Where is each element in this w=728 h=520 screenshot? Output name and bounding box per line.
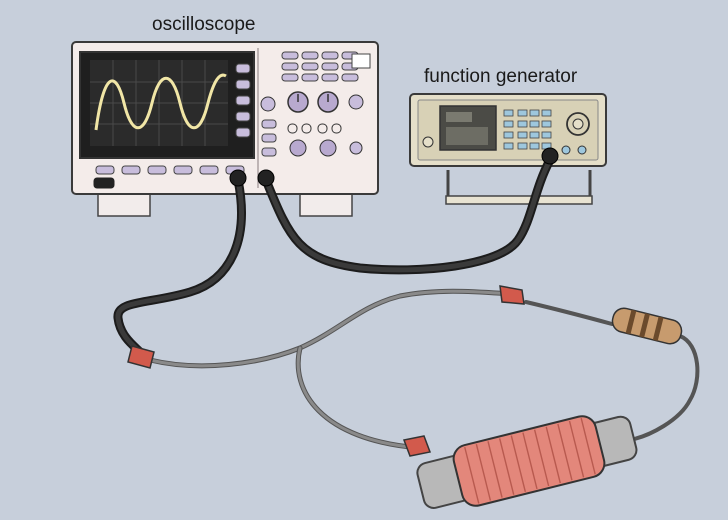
function-generator-label: function generator xyxy=(424,66,578,87)
cables xyxy=(113,155,555,357)
screen-side-button[interactable] xyxy=(235,127,251,138)
function-generator xyxy=(409,93,607,205)
power-button[interactable] xyxy=(93,177,115,189)
power-icon[interactable] xyxy=(422,136,434,148)
position-knob[interactable] xyxy=(289,139,307,157)
trigger-indicator xyxy=(351,53,371,69)
oscilloscope-input-connector xyxy=(257,169,275,187)
function-generator-stand xyxy=(446,170,592,200)
oscilloscope-top-buttons xyxy=(281,51,371,82)
output-button[interactable] xyxy=(561,145,571,155)
screen-side-button[interactable] xyxy=(235,79,251,90)
resistor-lead-left xyxy=(524,300,614,326)
oscilloscope-screen-buttons xyxy=(235,63,251,138)
oscilloscope-knobs xyxy=(260,91,364,157)
small-knob[interactable] xyxy=(349,141,363,155)
soft-key-button[interactable] xyxy=(121,165,141,175)
soft-key-button[interactable] xyxy=(147,165,167,175)
screen-side-button[interactable] xyxy=(235,63,251,74)
resistor xyxy=(611,307,683,345)
coil-winding xyxy=(452,415,606,507)
output-button[interactable] xyxy=(577,145,587,155)
inductor-coil xyxy=(416,415,638,509)
oscilloscope-waveform xyxy=(94,73,227,131)
soft-key-button[interactable] xyxy=(199,165,219,175)
small-knob[interactable] xyxy=(260,96,276,112)
position-knob[interactable] xyxy=(319,139,337,157)
oscilloscope-grid xyxy=(90,60,228,146)
screen-side-button[interactable] xyxy=(235,111,251,122)
function-generator-keypad xyxy=(503,109,552,150)
connectors xyxy=(229,147,559,187)
oscilloscope xyxy=(71,41,379,217)
leads xyxy=(147,288,700,451)
probe-clip xyxy=(127,345,155,369)
probe-lead xyxy=(147,288,515,369)
oscilloscope-input-connector xyxy=(229,169,247,187)
clips xyxy=(127,285,525,457)
coil-clip xyxy=(402,435,432,457)
ground-lead xyxy=(295,345,423,451)
oscilloscope-label: oscilloscope xyxy=(152,14,256,35)
soft-key-button[interactable] xyxy=(173,165,193,175)
small-knob[interactable] xyxy=(348,94,364,110)
lead-clip xyxy=(499,285,525,305)
resistor-lead-right xyxy=(628,334,700,442)
screen-side-button[interactable] xyxy=(235,95,251,106)
generator-output-connector xyxy=(541,147,559,165)
soft-key-button[interactable] xyxy=(95,165,115,175)
